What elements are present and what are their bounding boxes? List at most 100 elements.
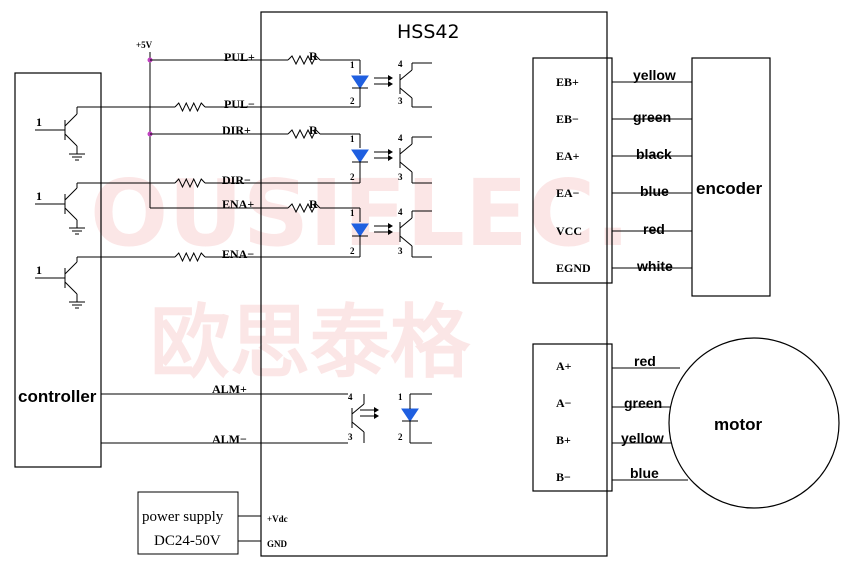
controller-label: controller <box>18 387 97 406</box>
encoder-wire-label-5: red <box>643 221 665 237</box>
channel-2-light-head-0 <box>388 149 393 155</box>
channel-2-pin-2: 2 <box>350 172 355 182</box>
controller-transistor-1-label: 1 <box>36 115 42 129</box>
power-pin-vdc: +Vdc <box>267 514 288 524</box>
signal-dir-plus: DIR+ <box>222 123 251 137</box>
signal-pul-minus: PUL− <box>224 97 255 111</box>
controller-transistor-3-emitter <box>64 281 78 295</box>
channel-3-pin-1: 1 <box>350 208 355 218</box>
alarm-phototransistor-emitter <box>351 421 365 433</box>
encoder-label: encoder <box>696 179 763 198</box>
resistor-label-1: R <box>309 49 318 63</box>
motor-pin-1: A+ <box>556 359 572 373</box>
signal-ena-minus: ENA− <box>222 247 254 261</box>
encoder-wire-label-3: black <box>636 146 672 162</box>
motor-connector-box <box>532 343 613 492</box>
resistor-label-3: R <box>309 197 318 211</box>
watermark-cjk: 欧思泰格 <box>150 296 471 389</box>
motor-pin-3: B+ <box>556 433 571 447</box>
channel-2-phototransistor-collector <box>399 143 413 155</box>
encoder-connector-box <box>532 57 613 284</box>
power-supply-line2: DC24-50V <box>154 533 221 549</box>
channel-3-resistor <box>287 202 321 214</box>
channel-2-resistor <box>287 128 321 140</box>
power-supply-box <box>137 491 239 555</box>
channel-3-phototransistor-emitter <box>399 235 413 247</box>
channel-2-pin-4: 4 <box>398 133 403 143</box>
alarm-light-head-1 <box>374 413 379 419</box>
motor-wire-label-1: red <box>634 353 656 369</box>
channel-1-pin-1: 1 <box>350 60 355 70</box>
minus-line-2-resistor <box>174 177 206 189</box>
channel-3-pin-3: 3 <box>398 246 403 256</box>
motor-pin-4: B− <box>556 470 571 484</box>
minus-line-1-resistor <box>174 101 206 113</box>
motor-wire-label-3: yellow <box>621 430 664 446</box>
encoder-pin-5: VCC <box>556 224 582 238</box>
driver-title: HSS42 <box>397 21 460 43</box>
encoder-wire-label-4: blue <box>640 183 669 199</box>
motor-pin-2: A− <box>556 396 572 410</box>
channel-1-led <box>351 75 369 89</box>
motor-wire-label-2: green <box>624 395 662 411</box>
power-pin-gnd: GND <box>267 539 288 549</box>
channel-3-pin-2: 2 <box>350 246 355 256</box>
power-supply-line1: power supply <box>142 509 224 525</box>
controller-transistor-3-label: 1 <box>36 263 42 277</box>
supply-label: +5V <box>136 40 153 50</box>
channel-1-pin-3: 3 <box>398 96 403 106</box>
alarm-pin-1: 1 <box>398 392 403 402</box>
alarm-pin-2: 2 <box>398 432 403 442</box>
channel-2-led <box>351 149 369 163</box>
channel-3-light-head-1 <box>388 229 393 235</box>
controller-transistor-2-collector <box>64 187 78 201</box>
encoder-pin-6: EGND <box>556 261 591 275</box>
channel-1-resistor <box>287 54 321 66</box>
signal-alm-plus: ALM+ <box>212 382 247 396</box>
channel-1-light-head-0 <box>388 75 393 81</box>
alarm-phototransistor-collector <box>351 403 365 415</box>
controller-transistor-1-emitter <box>64 133 78 147</box>
signal-dir-minus: DIR− <box>222 173 251 187</box>
controller-transistor-2-emitter <box>64 207 78 221</box>
encoder-box <box>691 57 771 297</box>
motor-wire-label-4: blue <box>630 465 659 481</box>
controller-box <box>14 72 102 468</box>
resistor-label-2: R <box>309 123 318 137</box>
controller-transistor-3-collector <box>64 261 78 275</box>
channel-3-light-head-0 <box>388 223 393 229</box>
signal-ena-plus: ENA+ <box>222 197 254 211</box>
channel-2-light-head-1 <box>388 155 393 161</box>
encoder-pin-4: EA− <box>556 186 580 200</box>
channel-3-phototransistor-collector <box>399 217 413 229</box>
alarm-light-head-0 <box>374 407 379 413</box>
channel-3-led <box>351 223 369 237</box>
signal-alm-minus: ALM− <box>212 432 247 446</box>
encoder-pin-3: EA+ <box>556 149 580 163</box>
controller-transistor-2-label: 1 <box>36 189 42 203</box>
channel-1-phototransistor-emitter <box>399 87 413 99</box>
encoder-pin-2: EB− <box>556 112 579 126</box>
channel-3-pin-4: 4 <box>398 207 403 217</box>
driver-box <box>260 11 608 557</box>
channel-1-phototransistor-collector <box>399 69 413 81</box>
signal-pul-plus: PUL+ <box>224 50 255 64</box>
controller-transistor-1-collector <box>64 113 78 127</box>
channel-1-pin-2: 2 <box>350 96 355 106</box>
encoder-pin-1: EB+ <box>556 75 579 89</box>
minus-line-3-resistor <box>174 251 206 263</box>
channel-2-pin-3: 3 <box>398 172 403 182</box>
alarm-pin-4: 4 <box>348 392 353 402</box>
channel-1-light-head-1 <box>388 81 393 87</box>
encoder-wire-label-1: yellow <box>633 67 676 83</box>
motor-label: motor <box>714 415 763 434</box>
channel-1-pin-4: 4 <box>398 59 403 69</box>
encoder-wire-label-2: green <box>633 109 671 125</box>
motor-circle <box>668 337 840 509</box>
alarm-led <box>401 408 419 422</box>
encoder-wire-label-6: white <box>636 258 673 274</box>
channel-2-phototransistor-emitter <box>399 161 413 173</box>
